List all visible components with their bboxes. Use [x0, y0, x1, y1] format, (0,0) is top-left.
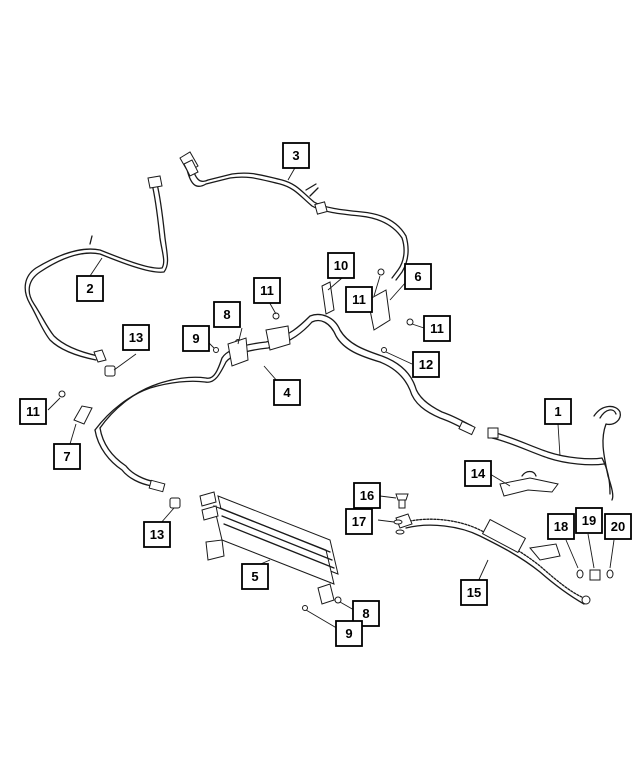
callout-8a: 8 — [213, 301, 241, 328]
brackets — [73, 281, 391, 425]
callout-11d: 11 — [423, 315, 451, 342]
callout-11c: 11 — [345, 286, 373, 313]
callout-16-label: 16 — [360, 488, 374, 503]
callout-7: 7 — [53, 443, 81, 470]
callout-11d-label: 11 — [430, 321, 444, 336]
callout-17-label: 17 — [352, 514, 366, 529]
callout-16: 16 — [353, 482, 381, 509]
callout-13a: 13 — [122, 324, 150, 351]
nut-8b-icon — [334, 596, 342, 604]
oring-17b-icon — [395, 529, 405, 535]
callouts: 1 2 3 4 5 6 7 8 — [19, 142, 632, 647]
callout-12: 12 — [412, 351, 440, 378]
callout-19: 19 — [575, 507, 603, 534]
callout-17: 17 — [345, 508, 373, 535]
callout-9b: 9 — [335, 620, 363, 647]
callout-18: 18 — [547, 513, 575, 540]
callout-8b-label: 8 — [362, 606, 369, 621]
callout-13b-label: 13 — [150, 527, 164, 542]
tube-part-1 — [487, 405, 621, 501]
callout-9a: 9 — [182, 325, 210, 352]
clip-part-10 — [321, 281, 335, 315]
callout-11a-label: 11 — [26, 404, 40, 419]
fitting-19-icon — [589, 569, 601, 581]
nut-11d-icon — [406, 318, 414, 326]
fitting-16-icon — [395, 493, 409, 509]
oring-18-icon — [576, 569, 584, 579]
callout-2: 2 — [76, 275, 104, 302]
nut-11b-icon — [272, 312, 280, 320]
callout-2-label: 2 — [86, 281, 93, 296]
callout-3: 3 — [282, 142, 310, 169]
nut-11a-icon — [58, 390, 66, 398]
callout-4-label: 4 — [283, 385, 291, 400]
callout-12-label: 12 — [419, 357, 433, 372]
grommet-13b-icon — [169, 497, 181, 509]
callout-3-label: 3 — [292, 148, 299, 163]
callout-5-label: 5 — [251, 569, 258, 584]
clamp-part-11b — [265, 325, 291, 351]
callout-19-label: 19 — [582, 513, 596, 528]
bolt-9b-icon — [302, 605, 308, 611]
hose-part-2 — [24, 175, 169, 363]
hose-part-3 — [179, 151, 409, 281]
callout-11b: 11 — [253, 277, 281, 304]
oring-17a-icon — [393, 519, 403, 525]
callout-10-label: 10 — [334, 258, 348, 273]
callout-5: 5 — [241, 563, 269, 590]
nut-11c-icon — [377, 268, 385, 276]
callout-10: 10 — [327, 252, 355, 279]
callout-8a-label: 8 — [223, 307, 230, 322]
callout-18-label: 18 — [554, 519, 568, 534]
callout-6-label: 6 — [414, 269, 421, 284]
callout-6: 6 — [404, 263, 432, 290]
callout-11c-label: 11 — [352, 292, 366, 307]
callout-9a-label: 9 — [192, 331, 199, 346]
bracket-part-6 — [367, 289, 391, 331]
callout-11b-label: 11 — [260, 283, 274, 298]
callout-14: 14 — [464, 460, 492, 487]
callout-9b-label: 9 — [345, 626, 352, 641]
callout-15: 15 — [460, 579, 488, 606]
callout-11a: 11 — [19, 398, 47, 425]
callout-7-label: 7 — [63, 449, 70, 464]
clamp-part-8a — [227, 337, 249, 367]
callout-20-label: 20 — [611, 519, 625, 534]
leader-lines — [47, 165, 615, 631]
callout-20: 20 — [604, 513, 632, 540]
bolt-12-icon — [381, 347, 387, 353]
hose-part-15 — [395, 513, 591, 605]
callout-1-label: 1 — [554, 404, 561, 419]
hose-part-4 — [94, 313, 476, 493]
cooler-part-5 — [199, 491, 339, 605]
bolt-9a-icon — [213, 347, 219, 353]
callout-14-label: 14 — [471, 466, 486, 481]
callout-13b: 13 — [143, 521, 171, 548]
callout-4: 4 — [273, 379, 301, 406]
bracket-part-14 — [499, 470, 559, 497]
callout-15-label: 15 — [467, 585, 481, 600]
callout-13a-label: 13 — [129, 330, 143, 345]
fasteners — [58, 268, 614, 611]
oring-20-icon — [606, 569, 614, 579]
grommet-13a-icon — [104, 365, 116, 377]
bracket-part-7 — [73, 405, 93, 425]
callout-1: 1 — [544, 398, 572, 425]
